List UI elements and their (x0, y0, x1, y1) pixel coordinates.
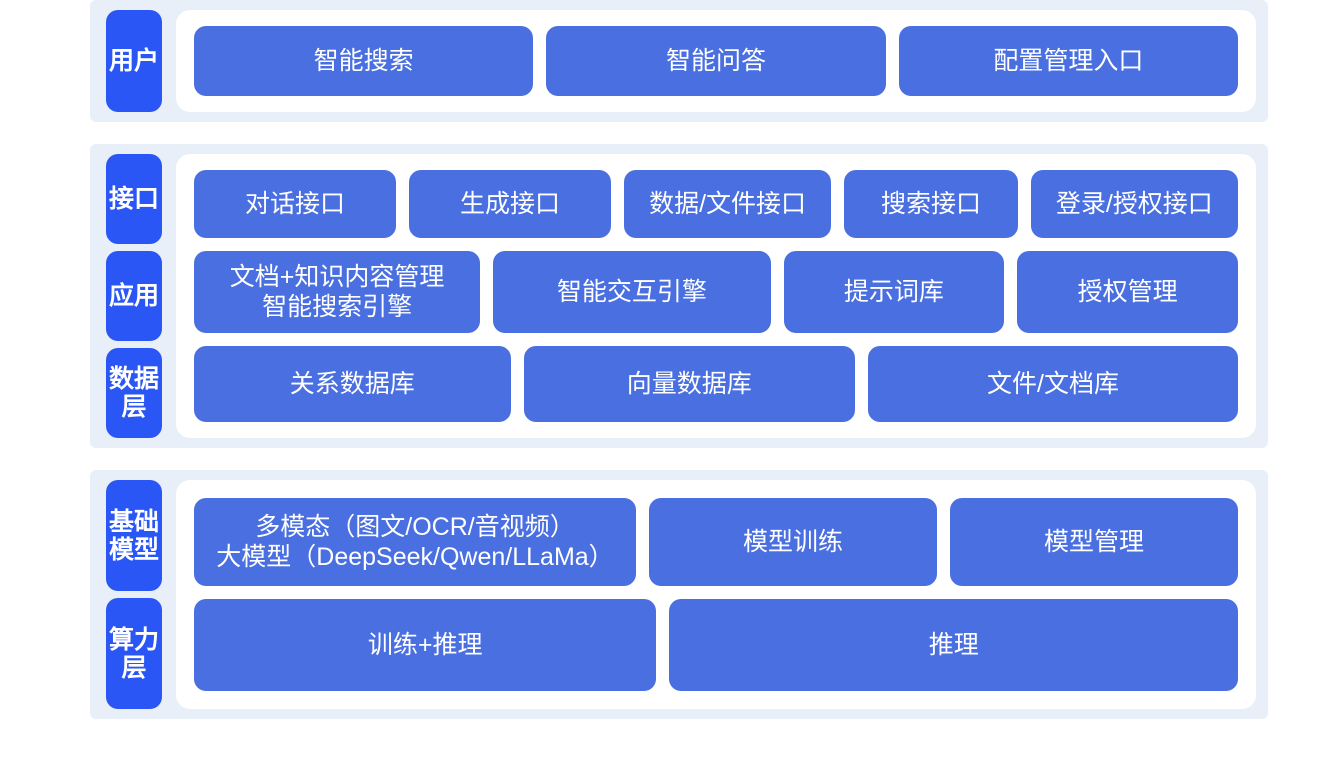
layer-label-interface[interactable]: 接口 (106, 154, 162, 244)
card-bottom-layers: 多模态（图文/OCR/音视频） 大模型（DeepSeek/Qwen/LLaMa）… (176, 480, 1256, 709)
box-data-file-interface[interactable]: 数据/文件接口 (623, 170, 832, 238)
layer-label-compute[interactable]: 算力层 (106, 598, 162, 709)
row-data-layer: 关系数据库 向量数据库 文件/文档库 (194, 346, 1238, 422)
row-foundation-model: 多模态（图文/OCR/音视频） 大模型（DeepSeek/Qwen/LLaMa）… (194, 498, 1238, 586)
row-user-entries: 智能搜索 智能问答 配置管理入口 (194, 26, 1238, 96)
layer-label-foundation-model[interactable]: 基础模型 (106, 480, 162, 591)
layer-label-column-bottom: 基础模型 算力层 (106, 480, 162, 709)
card-user-layer: 智能搜索 智能问答 配置管理入口 (176, 10, 1256, 112)
box-model-training[interactable]: 模型训练 (648, 498, 937, 586)
box-config-management-entry[interactable]: 配置管理入口 (898, 26, 1238, 96)
box-training-and-inference[interactable]: 训练+推理 (194, 599, 657, 691)
section-user-layer: 用户 智能搜索 智能问答 配置管理入口 (90, 0, 1268, 122)
box-search-interface[interactable]: 搜索接口 (844, 170, 1018, 238)
layer-label-column-user: 用户 (106, 10, 162, 112)
box-generation-interface[interactable]: 生成接口 (408, 170, 611, 238)
row-interface: 对话接口 生成接口 数据/文件接口 搜索接口 登录/授权接口 (194, 170, 1238, 238)
box-vector-database[interactable]: 向量数据库 (523, 346, 856, 422)
box-document-knowledge-management[interactable]: 文档+知识内容管理 智能搜索引擎 (194, 251, 481, 333)
box-login-auth-interface[interactable]: 登录/授权接口 (1030, 170, 1238, 238)
box-relational-database[interactable]: 关系数据库 (194, 346, 511, 422)
row-compute-layer: 训练+推理 推理 (194, 599, 1238, 691)
card-middle-layers: 对话接口 生成接口 数据/文件接口 搜索接口 登录/授权接口 文档+知识内容管理… (176, 154, 1256, 438)
section-interface-application-data: 接口 应用 数据层 对话接口 生成接口 数据/文件接口 搜索接口 登录/授权接口… (90, 144, 1268, 448)
box-file-document-store[interactable]: 文件/文档库 (868, 346, 1238, 422)
section-foundation-model-compute: 基础模型 算力层 多模态（图文/OCR/音视频） 大模型（DeepSeek/Qw… (90, 470, 1268, 719)
box-authorization-management[interactable]: 授权管理 (1017, 251, 1238, 333)
box-intelligent-interaction-engine[interactable]: 智能交互引擎 (493, 251, 771, 333)
architecture-diagram: 用户 智能搜索 智能问答 配置管理入口 接口 应用 数据层 对话接口 生成接口 … (90, 0, 1268, 719)
layer-label-user[interactable]: 用户 (106, 10, 162, 112)
layer-label-data[interactable]: 数据层 (106, 348, 162, 438)
box-prompt-library[interactable]: 提示词库 (783, 251, 1005, 333)
box-model-management[interactable]: 模型管理 (949, 498, 1238, 586)
box-dialog-interface[interactable]: 对话接口 (194, 170, 396, 238)
layer-label-column-middle: 接口 应用 数据层 (106, 154, 162, 438)
box-intelligent-search[interactable]: 智能搜索 (194, 26, 534, 96)
layer-label-application[interactable]: 应用 (106, 251, 162, 341)
box-inference[interactable]: 推理 (669, 599, 1238, 691)
box-multimodal-large-model[interactable]: 多模态（图文/OCR/音视频） 大模型（DeepSeek/Qwen/LLaMa） (194, 498, 636, 586)
row-application: 文档+知识内容管理 智能搜索引擎 智能交互引擎 提示词库 授权管理 (194, 251, 1238, 333)
box-intelligent-qa[interactable]: 智能问答 (546, 26, 886, 96)
